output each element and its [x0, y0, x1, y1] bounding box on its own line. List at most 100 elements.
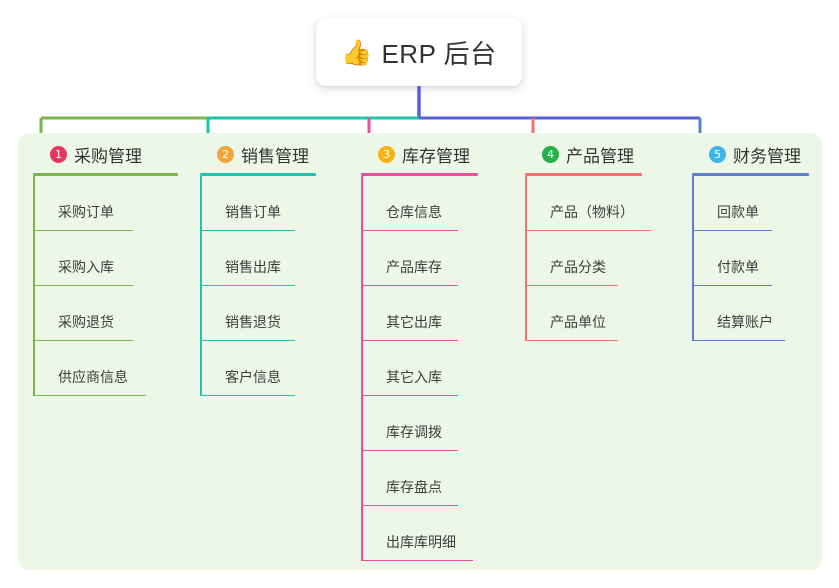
- leaf-label: 客户信息: [225, 369, 281, 385]
- column-title: 采购管理: [74, 146, 142, 166]
- leaf-item[interactable]: 销售订单: [200, 176, 316, 231]
- root-node[interactable]: 👍 ERP 后台: [316, 18, 522, 86]
- leaf-rule: [200, 284, 295, 286]
- leaf-label: 付款单: [717, 259, 759, 275]
- leaf-rule: [361, 284, 458, 286]
- branch-spine: [361, 176, 363, 561]
- leaf-label: 产品单位: [550, 314, 606, 330]
- column-header-5[interactable]: 5 财务管理: [692, 141, 809, 167]
- leaf-list: 采购订单采购入库采购退货供应商信息: [33, 176, 178, 396]
- leaf-item[interactable]: 销售出库: [200, 231, 316, 286]
- leaf-label: 库存盘点: [386, 479, 442, 495]
- leaf-rule: [200, 394, 295, 396]
- column-header-1[interactable]: 1 采购管理: [33, 141, 178, 167]
- branch-spine: [692, 176, 694, 341]
- leaf-label: 产品（物料）: [550, 204, 634, 220]
- leaf-label: 仓库信息: [386, 204, 442, 220]
- column-title: 库存管理: [402, 146, 470, 166]
- column-3: 3 库存管理仓库信息产品库存其它出库其它入库库存调拨库存盘点出库库明细: [361, 141, 478, 561]
- leaf-item[interactable]: 客户信息: [200, 341, 316, 396]
- leaf-rule: [361, 229, 458, 231]
- leaf-list: 回款单付款单结算账户: [692, 176, 809, 341]
- leaf-label: 供应商信息: [58, 369, 128, 385]
- root-title: ERP 后台: [381, 38, 497, 69]
- leaf-label: 产品分类: [550, 259, 606, 275]
- column-1: 1 采购管理采购订单采购入库采购退货供应商信息: [33, 141, 178, 396]
- leaf-label: 采购入库: [58, 259, 114, 275]
- leaf-label: 库存调拨: [386, 424, 442, 440]
- column-header-rule: [33, 173, 178, 176]
- leaf-item[interactable]: 付款单: [692, 231, 809, 286]
- column-badge-icon: 3: [378, 145, 395, 163]
- leaf-list: 销售订单销售出库销售退货客户信息: [200, 176, 316, 396]
- branch-spine: [33, 176, 35, 396]
- leaf-item[interactable]: 采购退货: [33, 286, 178, 341]
- column-header-4[interactable]: 4 产品管理: [525, 141, 642, 167]
- column-header-rule: [525, 173, 642, 176]
- column-5: 5 财务管理回款单付款单结算账户: [692, 141, 809, 341]
- column-badge-icon: 2: [217, 145, 234, 163]
- column-title: 产品管理: [566, 146, 634, 166]
- column-header-3[interactable]: 3 库存管理: [361, 141, 478, 167]
- column-2: 2 销售管理销售订单销售出库销售退货客户信息: [200, 141, 316, 396]
- column-header-rule: [361, 173, 478, 176]
- leaf-item[interactable]: 其它出库: [361, 286, 478, 341]
- column-badge-icon: 1: [50, 145, 67, 163]
- leaf-label: 回款单: [717, 204, 759, 220]
- leaf-item[interactable]: 出库库明细: [361, 506, 478, 561]
- leaf-rule: [200, 339, 295, 341]
- leaf-rule: [525, 229, 651, 231]
- leaf-rule: [525, 339, 618, 341]
- column-header-rule: [200, 173, 316, 176]
- column-badge-icon: 5: [709, 145, 726, 163]
- leaf-item[interactable]: 采购入库: [33, 231, 178, 286]
- column-header-rule: [692, 173, 809, 176]
- leaf-rule: [361, 504, 458, 506]
- sections-panel: [18, 133, 822, 570]
- column-badge-icon: 4: [542, 145, 559, 163]
- leaf-item[interactable]: 产品库存: [361, 231, 478, 286]
- leaf-rule: [361, 339, 458, 341]
- column-title: 销售管理: [241, 146, 309, 166]
- leaf-list: 产品（物料） 产品分类产品单位: [525, 176, 651, 341]
- leaf-rule: [200, 229, 295, 231]
- leaf-rule: [692, 284, 772, 286]
- leaf-list: 仓库信息产品库存其它出库其它入库库存调拨库存盘点出库库明细: [361, 176, 478, 561]
- leaf-item[interactable]: 采购订单: [33, 176, 178, 231]
- leaf-rule: [361, 449, 458, 451]
- leaf-item[interactable]: 产品单位: [525, 286, 642, 341]
- leaf-rule: [361, 394, 458, 396]
- leaf-label: 其它出库: [386, 314, 442, 330]
- column-title: 财务管理: [733, 146, 801, 166]
- leaf-rule: [692, 229, 772, 231]
- leaf-label: 出库库明细: [386, 534, 456, 550]
- branch-spine: [525, 176, 527, 341]
- leaf-label: 销售退货: [225, 314, 281, 330]
- leaf-rule: [33, 284, 133, 286]
- leaf-label: 销售订单: [225, 204, 281, 220]
- leaf-item[interactable]: 库存调拨: [361, 396, 478, 451]
- leaf-item[interactable]: 回款单: [692, 176, 809, 231]
- column-header-2[interactable]: 2 销售管理: [200, 141, 316, 167]
- leaf-item[interactable]: 产品（物料）: [525, 176, 651, 231]
- leaf-item[interactable]: 仓库信息: [361, 176, 478, 231]
- leaf-rule: [33, 229, 133, 231]
- leaf-item[interactable]: 结算账户: [692, 286, 809, 341]
- leaf-rule: [692, 339, 785, 341]
- leaf-item[interactable]: 库存盘点: [361, 451, 478, 506]
- leaf-item[interactable]: 产品分类: [525, 231, 642, 286]
- leaf-rule: [33, 339, 133, 341]
- leaf-item[interactable]: 供应商信息: [33, 341, 178, 396]
- branch-spine: [200, 176, 202, 396]
- thumbs-up-icon: 👍: [341, 38, 373, 67]
- leaf-label: 结算账户: [717, 314, 773, 330]
- leaf-item[interactable]: 其它入库: [361, 341, 478, 396]
- leaf-rule: [361, 559, 473, 561]
- column-4: 4 产品管理产品（物料） 产品分类产品单位: [525, 141, 651, 341]
- leaf-label: 其它入库: [386, 369, 442, 385]
- leaf-label: 采购订单: [58, 204, 114, 220]
- leaf-rule: [33, 394, 146, 396]
- leaf-item[interactable]: 销售退货: [200, 286, 316, 341]
- leaf-label: 产品库存: [386, 259, 442, 275]
